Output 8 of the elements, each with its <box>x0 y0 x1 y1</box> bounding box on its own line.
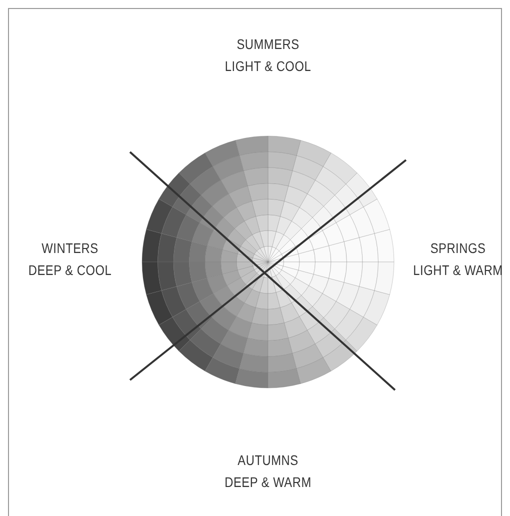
season-description: DEEP & WARM <box>224 474 312 490</box>
season-name: SUMMERS <box>236 36 300 52</box>
season-description: LIGHT & WARM <box>413 262 503 278</box>
season-name: SPRINGS <box>430 240 486 256</box>
season-description: LIGHT & COOL <box>224 58 312 74</box>
season-name: AUTUMNS <box>238 452 298 468</box>
season-description: DEEP & COOL <box>28 262 112 278</box>
season-name: WINTERS <box>42 240 98 256</box>
